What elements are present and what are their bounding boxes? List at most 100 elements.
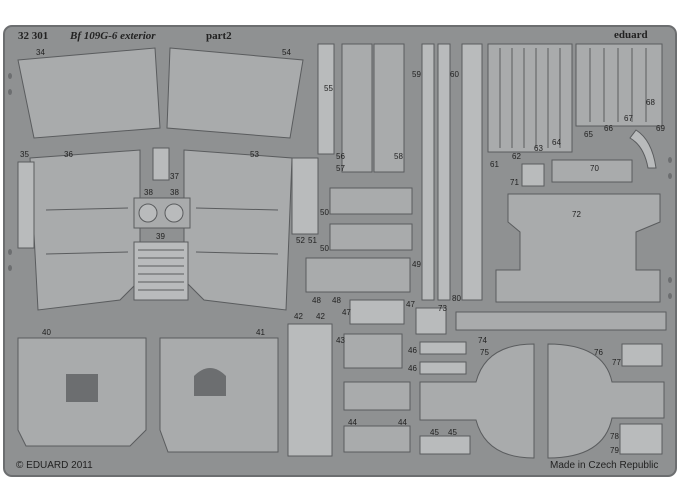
label-56: 56 xyxy=(336,152,345,161)
brand-logo: eduard xyxy=(614,29,648,41)
label-47b: 47 xyxy=(406,300,415,309)
label-44b: 44 xyxy=(398,418,407,427)
part-42 xyxy=(287,323,333,457)
label-38b: 38 xyxy=(170,188,179,197)
part-56 xyxy=(341,43,373,173)
label-51: 51 xyxy=(308,236,317,245)
part-50a xyxy=(329,187,413,215)
label-45b: 45 xyxy=(448,428,457,437)
set-number: 32 301 xyxy=(18,30,49,42)
label-62: 62 xyxy=(512,152,521,161)
part-76 xyxy=(547,343,665,459)
part-54 xyxy=(166,47,304,139)
part-37 xyxy=(152,147,170,181)
origin: Made in Czech Republic xyxy=(550,460,659,471)
part-59 xyxy=(421,43,435,301)
label-68: 68 xyxy=(646,98,655,107)
part-69 xyxy=(629,129,657,169)
part-39 xyxy=(133,241,189,301)
part-72 xyxy=(495,193,661,303)
label-59: 59 xyxy=(412,70,421,79)
label-76: 76 xyxy=(594,348,603,357)
part-70 xyxy=(551,159,633,183)
label-77: 77 xyxy=(612,358,621,367)
label-42b: 42 xyxy=(316,312,325,321)
label-47a: 47 xyxy=(342,308,351,317)
label-44a: 44 xyxy=(348,418,357,427)
label-35: 35 xyxy=(20,150,29,159)
part-45 xyxy=(419,435,471,455)
label-50b: 50 xyxy=(320,244,329,253)
part-80 xyxy=(461,43,483,301)
part-43b xyxy=(343,381,411,411)
set-subtitle: part2 xyxy=(206,30,232,42)
part-50b xyxy=(329,223,413,251)
copyright: © EDUARD 2011 xyxy=(16,460,93,471)
part-47 xyxy=(349,299,405,325)
label-58: 58 xyxy=(394,152,403,161)
part-48-49 xyxy=(305,257,411,293)
label-37: 37 xyxy=(170,172,179,181)
label-64: 64 xyxy=(552,138,561,147)
label-39: 39 xyxy=(156,232,165,241)
label-41: 41 xyxy=(256,328,265,337)
label-80: 80 xyxy=(452,294,461,303)
part-52-51 xyxy=(291,157,319,235)
part-44 xyxy=(343,425,411,453)
part-46b xyxy=(419,361,467,375)
part-53 xyxy=(183,149,293,311)
label-55: 55 xyxy=(324,84,333,93)
label-73: 73 xyxy=(438,304,447,313)
label-72: 72 xyxy=(572,210,581,219)
label-61: 61 xyxy=(490,160,499,169)
label-48b: 48 xyxy=(332,296,341,305)
label-36: 36 xyxy=(64,150,73,159)
set-title: Bf 109G-6 exterior xyxy=(70,30,156,42)
label-70: 70 xyxy=(590,164,599,173)
label-65: 65 xyxy=(584,130,593,139)
label-63: 63 xyxy=(534,144,543,153)
part-36 xyxy=(29,149,141,311)
part-61-64 xyxy=(487,43,573,153)
part-38a xyxy=(138,203,158,223)
part-78-79 xyxy=(619,423,663,455)
part-77 xyxy=(621,343,663,367)
label-50a: 50 xyxy=(320,208,329,217)
label-46a: 46 xyxy=(408,346,417,355)
label-57: 57 xyxy=(336,164,345,173)
part-46a xyxy=(419,341,467,355)
label-43: 43 xyxy=(336,336,345,345)
part-58 xyxy=(373,43,405,173)
part-71 xyxy=(521,163,545,187)
part-73 xyxy=(415,307,447,335)
label-54: 54 xyxy=(282,48,291,57)
part-55 xyxy=(317,43,335,155)
part-38b xyxy=(164,203,184,223)
label-66: 66 xyxy=(604,124,613,133)
label-46b: 46 xyxy=(408,364,417,373)
part-35 xyxy=(17,161,35,249)
part-65-68 xyxy=(575,43,663,127)
part-74-75 xyxy=(419,343,535,459)
label-75: 75 xyxy=(480,348,489,357)
label-45a: 45 xyxy=(430,428,439,437)
label-48a: 48 xyxy=(312,296,321,305)
label-79: 79 xyxy=(610,446,619,455)
label-71: 71 xyxy=(510,178,519,187)
part-43 xyxy=(343,333,403,369)
part-34 xyxy=(17,47,161,139)
label-52: 52 xyxy=(296,236,305,245)
part-strip xyxy=(455,311,667,331)
label-38a: 38 xyxy=(144,188,153,197)
label-40: 40 xyxy=(42,328,51,337)
label-74: 74 xyxy=(478,336,487,345)
part-60 xyxy=(437,43,451,301)
label-42a: 42 xyxy=(294,312,303,321)
label-78: 78 xyxy=(610,432,619,441)
label-69: 69 xyxy=(656,124,665,133)
label-34: 34 xyxy=(36,48,45,57)
label-60: 60 xyxy=(450,70,459,79)
label-53: 53 xyxy=(250,150,259,159)
label-67: 67 xyxy=(624,114,633,123)
